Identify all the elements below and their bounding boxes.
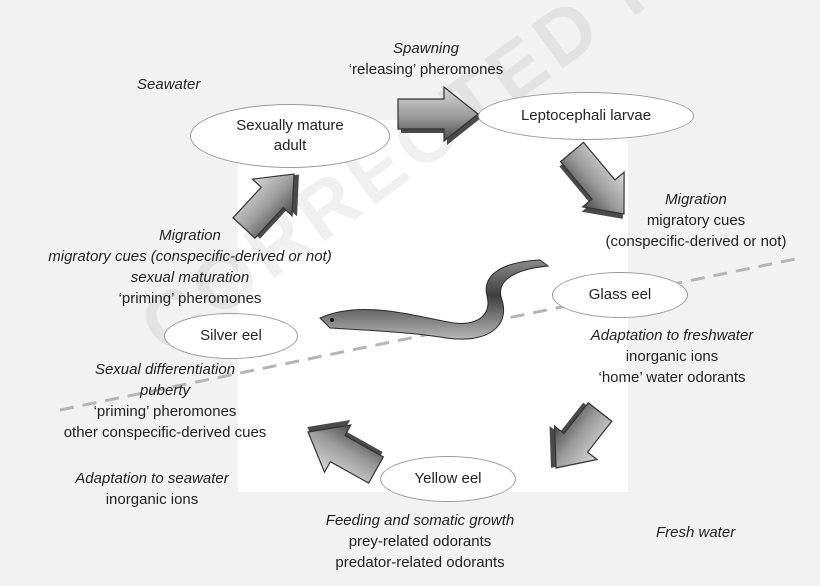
transition-title: migratory cues (conspecific-derived or n… — [48, 248, 332, 265]
transition-title: Adaptation to seawater — [75, 470, 229, 487]
sexual-differentiation-annotation: Sexual differentiation puberty ‘priming’… — [20, 359, 310, 443]
transition-cue: (conspecific-derived or not) — [605, 233, 787, 250]
adaptation-seawater-annotation: Adaptation to seawater inorganic ions — [62, 468, 242, 510]
transition-cue: migratory cues — [646, 212, 746, 229]
transition-title: puberty — [139, 382, 191, 399]
spawning-annotation: Spawning ‘releasing’ pheromones — [326, 38, 526, 80]
transition-cue: ‘priming’ pheromones — [118, 290, 262, 307]
transition-cue: inorganic ions — [105, 491, 199, 508]
transition-title: sexual maturation — [130, 269, 250, 286]
transition-cue: ‘home’ water odorants — [598, 369, 746, 386]
migration-up-annotation: Migration migratory cues (conspecific-de… — [10, 225, 370, 309]
transition-cue: inorganic ions — [625, 348, 719, 365]
leptocephali-larvae-node: Leptocephali larvae — [478, 92, 694, 140]
yellow-eel-node: Yellow eel — [380, 456, 516, 502]
transition-title: Adaptation to freshwater — [590, 327, 754, 344]
arrow-adaptation-freshwater — [549, 401, 613, 469]
transition-title: Migration — [665, 191, 727, 208]
node-label: Silver eel — [200, 327, 262, 344]
arrow-feeding — [307, 420, 385, 484]
migration-down-annotation: Migration migratory cues (conspecific-de… — [580, 189, 812, 252]
transition-cue: ‘priming’ pheromones — [93, 403, 237, 420]
arrow-migration-down — [559, 141, 625, 219]
arrow-migration-up — [232, 173, 299, 240]
sexually-mature-adult-node: Sexually mature adult — [190, 104, 390, 168]
arrow-spawning — [397, 85, 481, 145]
node-label: Yellow eel — [414, 470, 482, 487]
node-line: adult — [273, 137, 307, 154]
transition-cue: predator-related odorants — [335, 554, 505, 571]
transition-cue: other conspecific-derived cues — [63, 424, 267, 441]
transition-title: Feeding and somatic growth — [325, 512, 515, 529]
transition-title: Migration — [159, 227, 221, 244]
feeding-annotation: Feeding and somatic growth prey-related … — [290, 510, 550, 573]
glass-eel-node: Glass eel — [552, 272, 688, 318]
transition-title: Spawning — [393, 40, 459, 57]
transition-title: Sexual differentiation — [94, 361, 236, 378]
silver-eel-node: Silver eel — [164, 313, 298, 359]
node-line: Sexually mature — [236, 117, 344, 134]
node-label: Leptocephali larvae — [520, 107, 652, 124]
transition-cue: ‘releasing’ pheromones — [348, 61, 504, 78]
seawater-label: Seawater — [137, 76, 201, 93]
transition-cue: prey-related odorants — [348, 533, 492, 550]
node-label: Glass eel — [588, 286, 652, 303]
fresh-water-label: Fresh water — [656, 524, 736, 541]
adaptation-freshwater-annotation: Adaptation to freshwater inorganic ions … — [556, 325, 788, 388]
